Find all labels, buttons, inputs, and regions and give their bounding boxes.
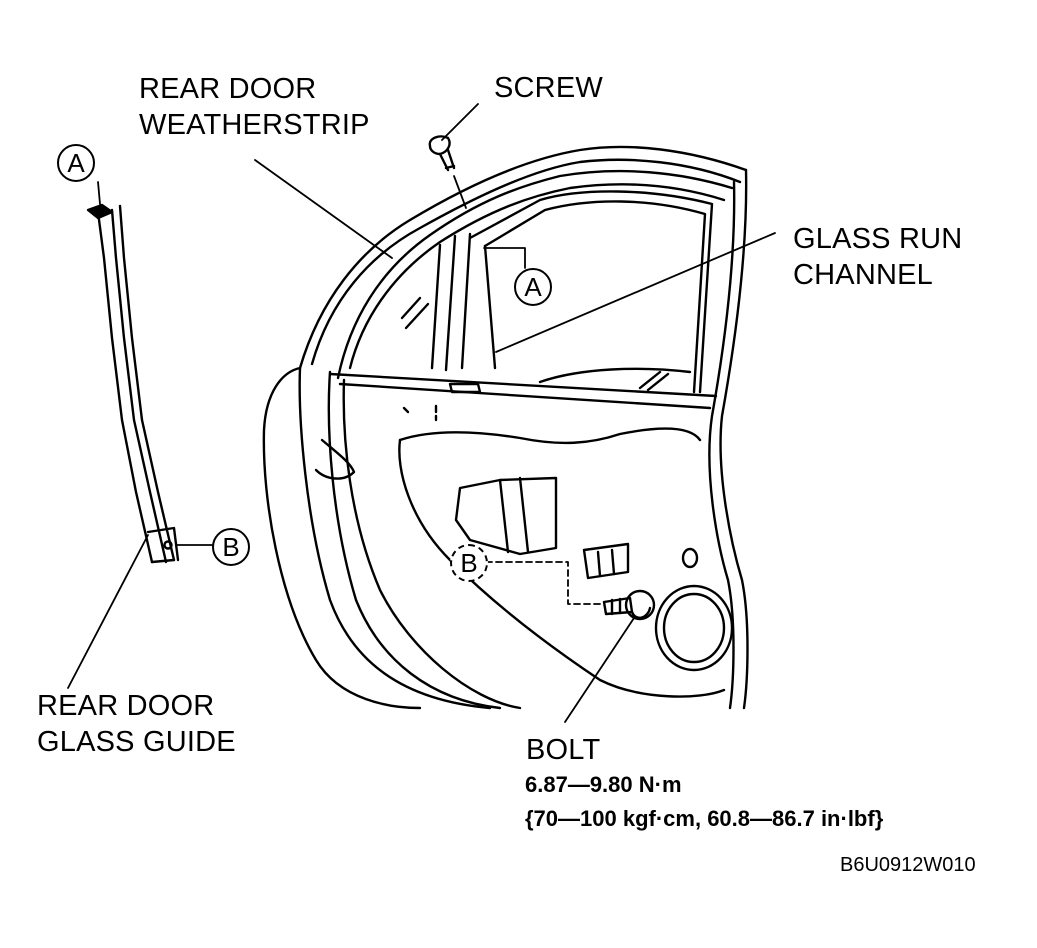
bolt-label: BOLT: [526, 734, 601, 766]
leader-lines: [67, 103, 776, 723]
glass-guide-label-line1: REAR DOOR: [37, 690, 215, 722]
glass-run-channel-label-line1: GLASS RUN: [793, 223, 963, 255]
weatherstrip-label-line1: REAR DOOR: [139, 73, 317, 105]
ref-a-door: A: [514, 268, 552, 306]
ref-b-door: B: [450, 544, 488, 582]
figure-code: B6U0912W010: [840, 854, 976, 876]
screw-part: [428, 135, 456, 172]
window-frame: [328, 169, 734, 410]
weatherstrip-label: REAR DOOR WEATHERSTRIP: [139, 71, 370, 143]
door-shell: [262, 145, 749, 710]
ref-b-guide: B: [212, 528, 250, 566]
bolt-part: [602, 589, 656, 621]
glass-run-channel-label-line2: CHANNEL: [793, 259, 933, 291]
torque-spec-line2: {70—100 kgf·cm, 60.8—86.7 in·lbf}: [525, 806, 884, 831]
ref-a-guide: A: [57, 144, 95, 182]
glass-guide-label-line2: GLASS GUIDE: [37, 726, 236, 758]
glass-run-channel-label: GLASS RUN CHANNEL: [793, 221, 962, 293]
glass-guide-label: REAR DOOR GLASS GUIDE: [37, 688, 236, 760]
screw-label: SCREW: [494, 72, 603, 104]
torque-spec-line1: 6.87—9.80 N·m: [525, 772, 682, 797]
glass-guide-part: [86, 203, 180, 564]
inner-panel: [398, 404, 734, 698]
weatherstrip-label-line2: WEATHERSTRIP: [139, 109, 370, 141]
